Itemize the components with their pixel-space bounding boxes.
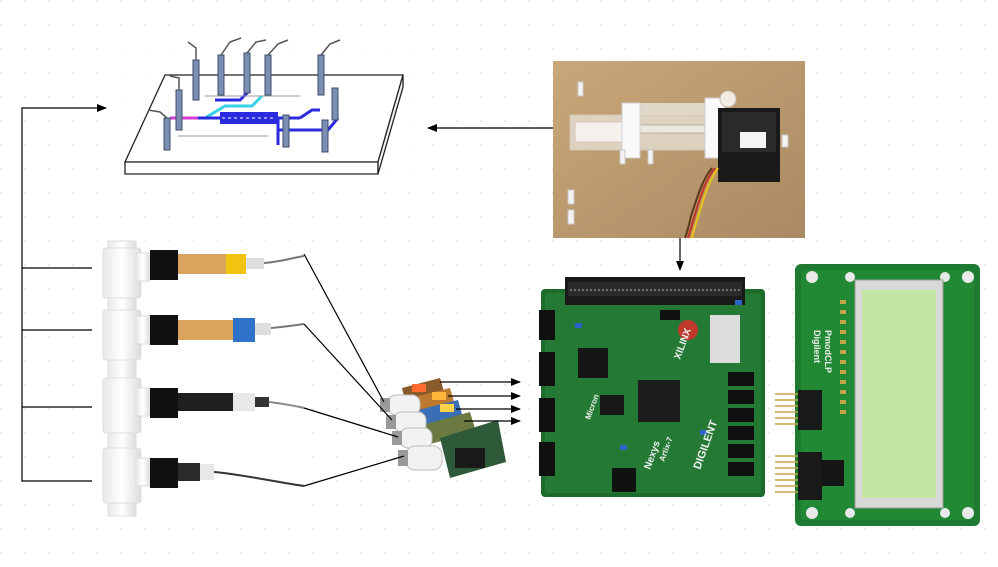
lcd-module: Digilent PmodCLP bbox=[775, 264, 980, 526]
sensor-probe-3 bbox=[150, 388, 305, 418]
lcd-model-label: PmodCLP bbox=[823, 330, 833, 373]
fpga-board: DIGILENT Nexys Artix-7 XILINX Micron bbox=[539, 277, 765, 497]
servo-motor bbox=[718, 90, 780, 182]
lcd-brand-label: Digilent bbox=[812, 330, 822, 363]
sensor-probe-4 bbox=[150, 458, 305, 488]
sensor-interface-boards bbox=[380, 378, 506, 478]
probe-3-cable bbox=[303, 407, 399, 438]
microfluidic-chip bbox=[110, 34, 425, 189]
chip-ports bbox=[163, 52, 339, 153]
sensor-manifold bbox=[92, 240, 305, 517]
fluid-return-line bbox=[21, 104, 107, 482]
bnc-connectors bbox=[380, 394, 443, 471]
sensor-probe-2 bbox=[150, 315, 305, 345]
probe-2-cable bbox=[303, 323, 393, 421]
chip-tube-tips bbox=[147, 37, 341, 119]
connectors bbox=[21, 104, 684, 487]
sensor-probe-1 bbox=[150, 250, 305, 280]
probe-4-cable bbox=[303, 455, 405, 487]
lcd-screen bbox=[862, 290, 936, 498]
servo-syringe-pump bbox=[553, 61, 805, 239]
probe-1-cable bbox=[303, 253, 385, 403]
